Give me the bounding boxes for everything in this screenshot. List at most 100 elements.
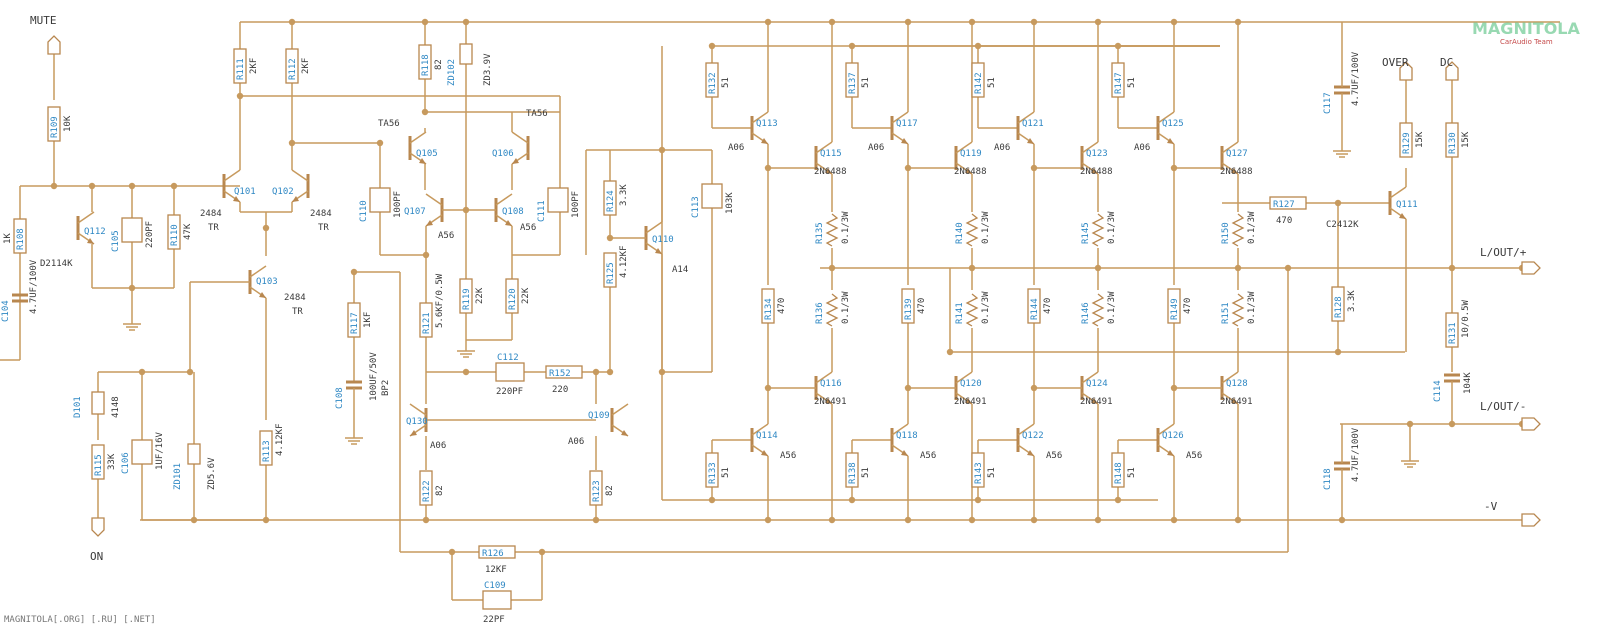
resistor-ref-r126: R126 — [482, 549, 504, 559]
resistor-r127 — [1269, 196, 1307, 210]
terminal-out-pos — [1521, 261, 1541, 275]
capacitor-value-c108: 100UF/50V — [369, 352, 379, 401]
resistor-value-r152: 220 — [552, 385, 568, 395]
transistor-ref-q113: Q113 — [756, 119, 778, 129]
transistor-ref-q128: Q128 — [1226, 379, 1248, 389]
power-resistor-r145 — [1091, 213, 1105, 247]
capacitor-c110 — [369, 187, 391, 213]
terminal-mute — [47, 35, 61, 55]
capacitor-ref-c105: C105 — [111, 230, 121, 252]
resistor-r109 — [47, 106, 61, 142]
resistor-value-r138: 51 — [861, 467, 871, 478]
resistor-r122 — [419, 470, 433, 506]
capacitor-c112 — [495, 362, 525, 382]
wire — [1157, 423, 1175, 436]
resistor-value-r122: 82 — [435, 485, 445, 496]
transistor-ref-q107: Q107 — [404, 207, 426, 217]
wire — [511, 131, 529, 144]
resistor-ref-r120: R120 — [508, 288, 518, 310]
resistor-value-r136: 0.1/3W — [841, 291, 851, 324]
resistor-r134 — [761, 288, 775, 324]
junction-dot — [262, 224, 270, 232]
mute-terminal-label: MUTE — [30, 14, 57, 27]
transistor-type-q128: 2N6491 — [1220, 397, 1253, 407]
resistor-ref-r146: R146 — [1081, 302, 1091, 324]
capacitor-ref-c117: C117 — [1323, 92, 1333, 114]
neg-v-terminal-label: -V — [1484, 500, 1498, 513]
resistor-ref-r152: R152 — [549, 369, 571, 379]
capacitor-c109 — [482, 590, 512, 610]
junction-dot — [421, 18, 429, 26]
junction-dot — [1334, 348, 1342, 356]
transistor-ref-q112: Q112 — [84, 227, 106, 237]
transistor-ref-q103: Q103 — [256, 277, 278, 287]
resistor-r138 — [845, 452, 859, 488]
transistor-ref-q115: Q115 — [820, 149, 842, 159]
transistor-type-q101: 2484 — [200, 209, 222, 219]
resistor-value-r131: 10/0.5W — [1461, 299, 1471, 338]
resistor-value-r115: 33K — [107, 453, 117, 470]
capacitor-value-c113: 103K — [725, 192, 735, 214]
wire — [1221, 141, 1239, 154]
diode-ref-d101: D101 — [73, 396, 83, 418]
resistor-value-r129: 15K — [1415, 131, 1425, 148]
transistor-ref-q110: Q110 — [652, 235, 674, 245]
junction-dot — [448, 548, 456, 556]
out-neg-terminal-label: L/OUT/- — [1480, 400, 1526, 413]
resistor-value-r137: 51 — [861, 77, 871, 88]
wire — [77, 211, 95, 224]
resistor-r108 — [13, 218, 27, 254]
resistor-r118 — [418, 44, 432, 80]
terminal-dc — [1445, 61, 1459, 81]
transistor-arrow-q112 — [87, 238, 94, 244]
components — [13, 35, 1541, 610]
resistor-ref-r141: R141 — [955, 302, 965, 324]
junction-dot — [1338, 516, 1346, 524]
resistor-value-r117: 1KF — [363, 312, 373, 328]
diode-ref-zd102: ZD102 — [447, 59, 457, 86]
junction-dot — [422, 516, 430, 524]
resistor-ref-r115: R115 — [94, 454, 104, 476]
resistor-ref-r139: R139 — [904, 298, 914, 320]
power-resistor-r136 — [825, 293, 839, 327]
transistor-arrow-q126 — [1167, 450, 1174, 456]
resistor-ref-r113: R113 — [262, 440, 272, 462]
resistor-r142 — [971, 62, 985, 98]
junction-dot — [974, 496, 982, 504]
resistor-value-r119: 22K — [475, 287, 485, 304]
transistor-arrow-q128 — [1231, 398, 1238, 404]
wire — [223, 169, 241, 182]
junction-dot — [288, 18, 296, 26]
wire — [1017, 111, 1035, 124]
junction-dot — [190, 516, 198, 524]
terminal-on — [91, 517, 105, 537]
resistor-value-r126: 12KF — [485, 565, 507, 575]
transistor-ref-q118: Q118 — [896, 431, 918, 441]
transistor-type-q127: 2N6488 — [1220, 167, 1253, 177]
terminal-neg-v — [1521, 513, 1541, 527]
resistor-value-r110: 47K — [183, 223, 193, 240]
capacitor-c113 — [701, 183, 723, 209]
capacitor-value-c111: 100PF — [571, 191, 581, 218]
transistor-type-q126: A56 — [1186, 451, 1202, 461]
transistor-extra-q101: TR — [208, 223, 219, 233]
capacitor-value-c110: 100PF — [393, 191, 403, 218]
transistor-ref-q106: Q106 — [492, 149, 514, 159]
transistor-arrow-q110 — [655, 248, 662, 254]
transistor-type-q114: A56 — [780, 451, 796, 461]
wire — [1081, 371, 1099, 384]
wire — [891, 111, 909, 124]
transistor-ref-q125: Q125 — [1162, 119, 1184, 129]
transistor-arrow-q124 — [1091, 398, 1098, 404]
resistor-ref-r147: R147 — [1114, 72, 1124, 94]
capacitor-value-c112: 220PF — [496, 387, 523, 397]
resistor-r112 — [285, 48, 299, 84]
transistor-ref-q109: Q109 — [588, 411, 610, 421]
junction-dot — [904, 18, 912, 26]
bp-label: BP2 — [381, 380, 391, 396]
resistor-r152 — [545, 365, 583, 379]
resistor-r147 — [1111, 62, 1125, 98]
transistor-type-q123: 2N6488 — [1080, 167, 1113, 177]
